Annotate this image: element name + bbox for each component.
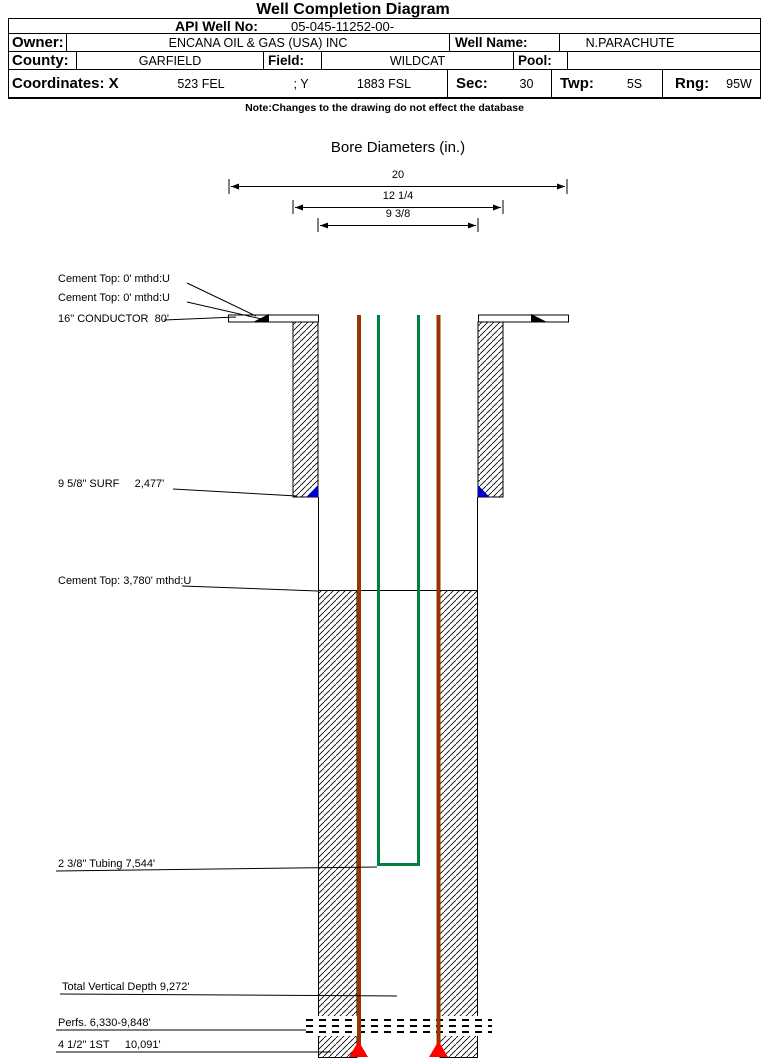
twp-value-cell: 5S [607,70,662,97]
rng-value-cell: 95W [718,70,760,97]
sec-value: 30 [519,76,534,91]
bore-dimension-12-1-4: 12 1/4 [292,190,504,214]
twp-label: Twp: [560,75,594,92]
owner-row: Owner: ENCANA OIL & GAS (USA) INC Well N… [9,34,760,52]
county-label: County: [12,52,69,69]
production-cement-column-left [318,590,358,1058]
county-label-cell: County: [9,52,77,69]
coordinate-x-value: 523 FEL [177,76,225,91]
field-label: Field: [268,53,304,68]
coordinates-label: Coordinates: X [12,75,119,92]
wellhead-flange-left [228,314,319,323]
well-name-value-cell: N.PARACHUTE [560,34,760,51]
leader-cement-top-1 [186,282,257,317]
annotation-perforations: Perfs. 6,330-9,848' [58,1017,151,1029]
leader-surface-casing [172,488,298,497]
dimension-label-12-1-4: 12 1/4 [383,190,414,202]
coordinate-y-value: 1883 FSL [356,76,412,91]
coordinate-y-label: ; Y [293,76,309,91]
county-row: County: GARFIELD Field: WILDCAT Pool: [9,52,760,70]
casing-shoe-marker-right [429,1041,448,1057]
field-value-cell: WILDCAT [322,52,514,69]
rng-label-cell: Rng: [662,70,718,97]
owner-value: ENCANA OIL & GAS (USA) INC [168,35,348,50]
coordinates-row: Coordinates: X 523 FEL ; Y 1883 FSL Sec:… [9,70,760,97]
surface-cement-column-right [477,321,504,498]
county-value: GARFIELD [138,53,202,68]
leader-conductor [163,316,237,321]
rng-value: 95W [726,76,752,91]
field-label-cell: Field: [264,52,322,69]
annotation-cement-top-3: Cement Top: 3,780' mthd:U [58,575,191,587]
well-name-label: Well Name: [455,35,528,50]
sec-label-cell: Sec: [447,70,502,97]
weld-marker-icon [531,314,547,322]
api-well-no-label: API Well No: [175,18,258,34]
tubing-string [377,315,420,866]
annotation-cement-top-2: Cement Top: 0' mthd:U [58,292,170,304]
casing-shoe-marker-left [349,1041,368,1057]
coordinate-x-value-cell: 523 FEL [121,70,281,97]
annotation-cement-top-1: Cement Top: 0' mthd:U [58,273,170,285]
annotation-surface-casing: 9 5/8" SURF 2,477' [58,478,164,490]
api-well-no-value: 05-045-11252-00- [290,18,395,34]
sec-label: Sec: [456,75,488,92]
surface-cement-column-left [292,321,319,498]
bore-diameters-title: Bore Diameters (in.) [331,139,465,156]
county-value-cell: GARFIELD [77,52,264,69]
leader-tubing [55,866,378,872]
annotation-tubing: 2 3/8" Tubing 7,544' [58,858,155,870]
surface-shoe-marker-right [478,485,490,497]
dimension-label-9-3-8: 9 3/8 [386,208,410,220]
annotation-production-casing: 4 1/2" 1ST 10,091' [58,1039,161,1051]
pool-label-cell: Pool: [514,52,568,69]
leader-cement-top-3 [181,585,319,592]
coordinates-label-cell: Coordinates: X [9,70,121,97]
owner-value-cell: ENCANA OIL & GAS (USA) INC [67,34,450,51]
owner-label: Owner: [12,34,64,51]
wellhead-flange-right [478,314,569,323]
well-info-table: API Well No: 05-045-11252-00- Owner: ENC… [8,18,761,99]
api-row: API Well No: 05-045-11252-00- [9,18,760,34]
field-value: WILDCAT [389,53,446,68]
well-name-value: N.PARACHUTE [585,35,675,50]
annotation-conductor: 16" CONDUCTOR 80' [58,313,169,325]
rng-label: Rng: [675,75,710,92]
surface-shoe-marker-left [306,485,318,497]
bore-dimension-9-3-8: 9 3/8 [317,208,479,232]
leader-cement-top-2 [186,301,267,321]
twp-value: 5S [626,76,643,91]
production-cement-column-right [439,590,478,1058]
well-name-label-cell: Well Name: [450,34,560,51]
bore-dimension-20: 20 [228,169,568,194]
annotation-tvd: Total Vertical Depth 9,272' [62,981,189,993]
sec-value-cell: 30 [502,70,551,97]
pool-label: Pool: [518,53,552,68]
coordinate-y-value-cell: 1883 FSL [321,70,447,97]
page-title: Well Completion Diagram [256,1,450,18]
twp-label-cell: Twp: [551,70,607,97]
owner-label-cell: Owner: [9,34,67,51]
database-note: Note:Changes to the drawing do not effec… [245,102,524,114]
coordinate-y-label-cell: ; Y [281,70,321,97]
dimension-label-20: 20 [392,169,404,181]
leader-tvd [59,993,398,997]
